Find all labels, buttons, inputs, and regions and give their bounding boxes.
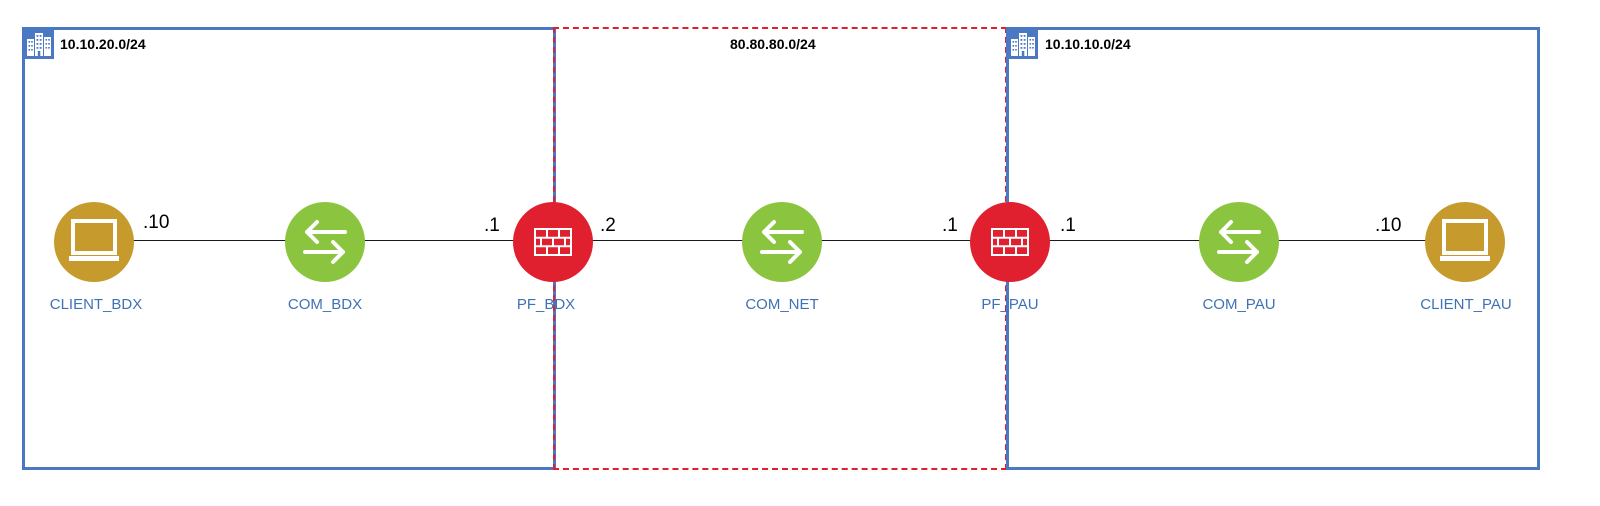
ip-pf-pau-lan: .1 [1060, 215, 1076, 236]
building-icon [24, 29, 54, 59]
ip-pf-bdx-wan: .2 [600, 215, 616, 236]
zone-bdx-label: 10.10.20.0/24 [60, 36, 146, 52]
zone-pau-label: 10.10.10.0/24 [1045, 36, 1131, 52]
switch-arrows-icon [760, 220, 804, 264]
com-net-label: COM_NET [745, 296, 819, 313]
pf-bdx-node[interactable] [513, 202, 593, 282]
com-net-node[interactable] [742, 202, 822, 282]
com-bdx-label: COM_BDX [287, 296, 363, 313]
link-com-net-pf-pau [821, 240, 971, 241]
link-com-bdx-pf-bdx [364, 240, 514, 241]
com-pau-node[interactable] [1199, 202, 1279, 282]
com-pau-label: COM_PAU [1202, 296, 1276, 313]
pf-pau-node[interactable] [970, 202, 1050, 282]
firewall-brick-icon [534, 228, 572, 256]
pf-pau-label: PF_PAU [981, 296, 1039, 313]
monitor-icon [69, 219, 119, 261]
pf-bdx-label: PF_BDX [516, 296, 576, 313]
client-bdx-node[interactable] [54, 202, 134, 282]
client-bdx-label: CLIENT_BDX [49, 296, 143, 313]
link-pf-pau-com-pau [1049, 240, 1200, 241]
ip-client-pau: .10 [1375, 215, 1402, 236]
switch-arrows-icon [1217, 220, 1261, 264]
ip-client-bdx: .10 [143, 212, 170, 233]
zone-net-label: 80.80.80.0/24 [730, 36, 816, 52]
com-bdx-node[interactable] [285, 202, 365, 282]
link-pf-bdx-com-net [592, 240, 743, 241]
link-client-bdx-com-bdx [133, 240, 286, 241]
ip-pf-pau-wan: .1 [942, 215, 958, 236]
firewall-brick-icon [991, 228, 1029, 256]
ip-pf-bdx-lan: .1 [484, 215, 500, 236]
monitor-icon [1440, 219, 1490, 261]
switch-arrows-icon [303, 220, 347, 264]
link-com-pau-client-pau [1278, 240, 1426, 241]
client-pau-node[interactable] [1425, 202, 1505, 282]
building-icon [1008, 29, 1038, 59]
client-pau-label: CLIENT_PAU [1420, 296, 1512, 313]
